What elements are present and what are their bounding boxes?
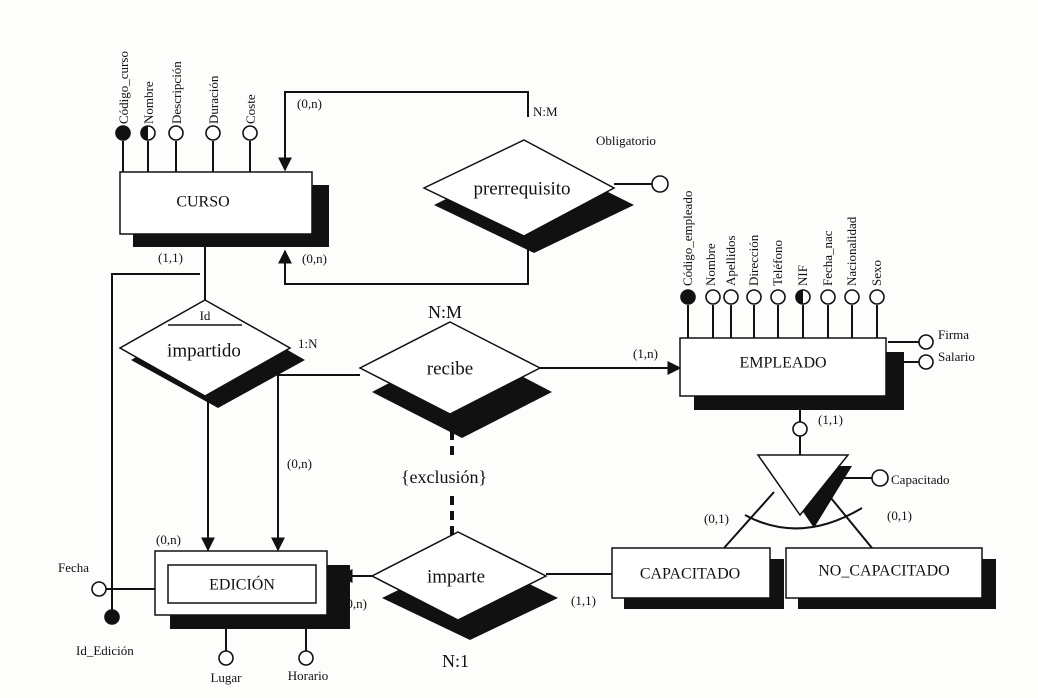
attribute-duracion-label: Duración [206, 75, 221, 124]
attribute-codigo-curso-label: Código_curso [116, 51, 131, 124]
attribute-nacionalidad: Nacionalidad [844, 216, 860, 338]
card-prereq-type: N:M [533, 104, 558, 119]
attribute-horario-label: Horario [288, 668, 328, 683]
entity-edicion-label: EDICIÓN [209, 575, 275, 594]
card-recibe-empleado: (1,n) [633, 346, 658, 361]
empleado-attributes: Código_empleado Nombre Apellidos Direcci… [680, 191, 975, 370]
attribute-fecha-nac: Fecha_nac [820, 230, 836, 338]
card-isa-no-capacitado: (0,1) [887, 508, 912, 523]
attribute-id-edicion-label: Id_Edición [76, 643, 134, 658]
attribute-sexo-label: Sexo [869, 260, 884, 286]
relationship-imparte-label: imparte [427, 566, 485, 587]
connector-lines [106, 91, 920, 610]
attribute-firma: Firma [918, 327, 969, 350]
card-empleado-isa: (1,1) [818, 412, 843, 427]
card-imparte-edicion: (0,n) [342, 596, 367, 611]
card-capacitado-imparte: (1,1) [571, 593, 596, 608]
attribute-nombre-empleado: Nombre [703, 243, 721, 338]
relationship-imparte[interactable]: imparte [370, 531, 558, 640]
attribute-nombre-curso-label: Nombre [141, 81, 156, 124]
attribute-capacitado-label: Capacitado [891, 472, 949, 487]
edicion-attributes: Fecha Id_Edición Lugar Horario [58, 560, 328, 685]
exclusion-constraint-label: {exclusión} [401, 467, 487, 487]
attribute-direccion: Dirección [746, 234, 762, 338]
entity-empleado-label: EMPLEADO [739, 355, 826, 372]
relationship-impartido[interactable]: Id impartido [118, 299, 305, 408]
attribute-fecha-label: Fecha [58, 560, 89, 575]
entity-curso-label: CURSO [176, 194, 229, 211]
card-prereq-top: (0,n) [297, 96, 322, 111]
attribute-codigo-empleado: Código_empleado [680, 191, 696, 338]
relationship-recibe-label: recibe [427, 358, 473, 379]
card-recibe-type: N:M [428, 302, 462, 322]
attribute-capacitado: Capacitado [871, 469, 949, 487]
cardinality-labels: (0,n) (0,n) N:M (1,1) 1:N (0,n) (0,n) N:… [156, 96, 912, 671]
attribute-apellidos-label: Apellidos [723, 235, 738, 286]
attribute-fecha-nac-label: Fecha_nac [820, 230, 835, 286]
card-curso-impartido: (1,1) [158, 250, 183, 265]
attribute-nombre-empleado-label: Nombre [703, 243, 718, 286]
entity-curso[interactable]: CURSO [119, 171, 329, 247]
card-isa-capacitado: (0,1) [704, 511, 729, 526]
attribute-codigo-empleado-label: Código_empleado [680, 191, 695, 286]
isa-connector-circle [792, 421, 808, 437]
impartido-id-label: Id [200, 308, 211, 323]
relationship-recibe[interactable]: recibe [358, 321, 552, 438]
entity-edicion[interactable]: EDICIÓN [154, 550, 350, 629]
entity-capacitado[interactable]: CAPACITADO [611, 547, 784, 609]
card-imparte-type: N:1 [442, 651, 469, 671]
attribute-horario: Horario [288, 615, 328, 683]
specialization-triangle [756, 421, 852, 528]
attribute-telefono-label: Teléfono [770, 240, 785, 286]
relationship-prerrequisito[interactable]: prerrequisito [422, 139, 634, 253]
attribute-descripcion-label: Descripción [169, 61, 184, 124]
card-impartido-type: 1:N [298, 336, 318, 351]
attribute-coste: Coste [242, 94, 258, 172]
attribute-salario-label: Salario [938, 349, 975, 364]
attribute-firma-label: Firma [938, 327, 969, 342]
attribute-telefono: Teléfono [770, 240, 786, 338]
attribute-nif-label: NIF [795, 265, 810, 286]
attribute-coste-label: Coste [243, 94, 258, 124]
attribute-sexo: Sexo [869, 260, 885, 338]
relationship-prerrequisito-label: prerrequisito [473, 178, 570, 199]
card-recibe-edicion: (0,n) [287, 456, 312, 471]
entity-no-capacitado-label: NO_CAPACITADO [818, 563, 949, 580]
entity-no-capacitado[interactable]: NO_CAPACITADO [785, 547, 996, 609]
attribute-nif: NIF [795, 265, 811, 338]
entity-capacitado-label: CAPACITADO [640, 566, 740, 583]
curso-attributes: Código_curso Nombre Descripción Duración… [115, 51, 258, 172]
attribute-lugar-label: Lugar [210, 670, 242, 685]
attribute-nombre-curso: Nombre [140, 81, 156, 172]
attribute-direccion-label: Dirección [746, 234, 761, 286]
entity-empleado[interactable]: EMPLEADO [679, 337, 904, 410]
card-prereq-bottom: (0,n) [302, 251, 327, 266]
card-impartido-edicion: (0,n) [156, 532, 181, 547]
attribute-descripcion: Descripción [168, 61, 184, 172]
attribute-salario: Salario [918, 349, 975, 370]
attribute-obligatorio-label: Obligatorio [596, 133, 656, 148]
attribute-nacionalidad-label: Nacionalidad [844, 216, 859, 286]
attribute-apellidos: Apellidos [723, 235, 739, 338]
attribute-codigo-curso: Código_curso [115, 51, 131, 172]
attribute-id-edicion: Id_Edición [76, 609, 134, 658]
relationship-impartido-label: impartido [167, 340, 241, 361]
attribute-obligatorio: Obligatorio [596, 133, 669, 193]
attribute-duracion: Duración [205, 75, 221, 172]
attribute-lugar: Lugar [210, 615, 242, 685]
attribute-fecha: Fecha [58, 560, 107, 597]
